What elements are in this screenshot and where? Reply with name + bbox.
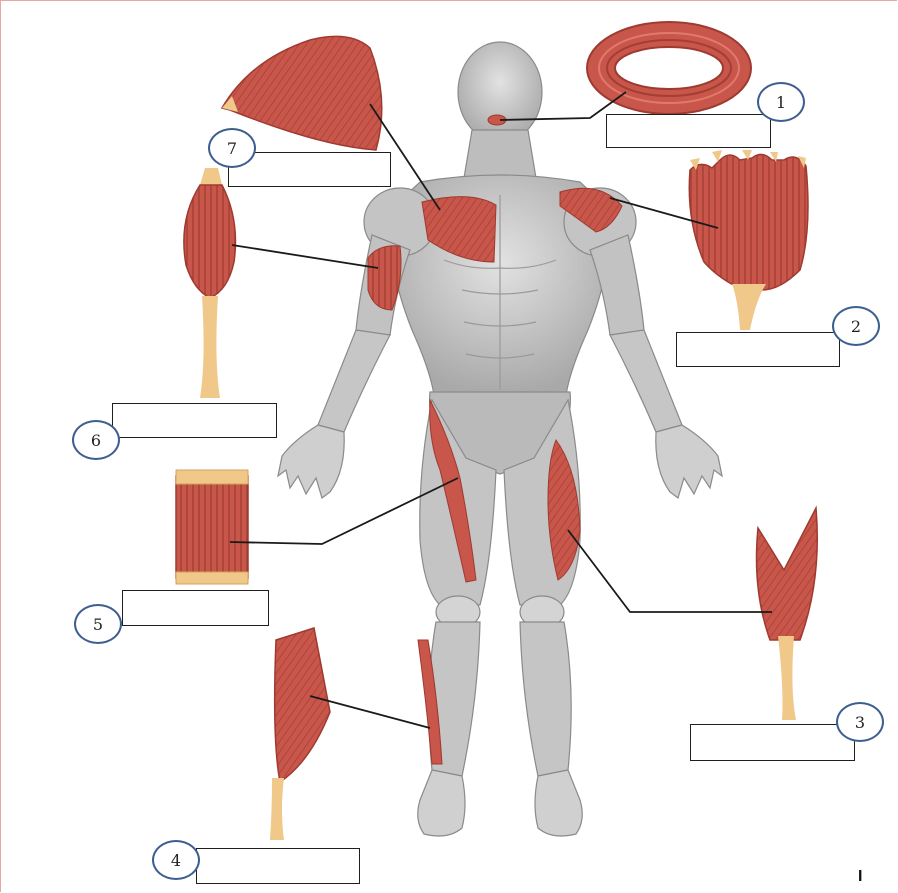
parallel-muscle: [176, 470, 248, 584]
right-forearm: [610, 330, 682, 432]
leader-line-6: [232, 245, 378, 268]
number-badge-7: 7: [208, 128, 256, 168]
number-label-7: 7: [227, 139, 237, 158]
unipennate-muscle: [270, 628, 330, 840]
number-badge-3: 3: [836, 702, 884, 742]
number-badge-1: 1: [757, 82, 805, 122]
head: [458, 42, 542, 142]
bipennate-muscle: [757, 508, 818, 720]
left-forearm: [318, 330, 390, 432]
answer-box-6[interactable]: [112, 403, 277, 438]
number-badge-2: 2: [832, 306, 880, 346]
circular-muscle: [587, 22, 751, 114]
answer-box-1[interactable]: [606, 114, 771, 148]
number-label-6: 6: [91, 431, 101, 450]
number-label-2: 2: [851, 317, 861, 336]
number-label-5: 5: [93, 615, 103, 634]
number-label-1: 1: [776, 93, 786, 112]
right-foot: [535, 770, 582, 836]
fusiform-muscle: [184, 168, 236, 398]
right-shin: [520, 622, 571, 776]
number-label-3: 3: [855, 713, 865, 732]
left-hand: [278, 425, 344, 498]
corner-mark: I: [858, 868, 862, 886]
number-label-4: 4: [171, 851, 181, 870]
answer-box-5[interactable]: [122, 590, 269, 626]
multipennate-muscle: [689, 150, 808, 330]
neck: [464, 130, 536, 178]
answer-box-2[interactable]: [676, 332, 840, 367]
right-hand: [656, 425, 722, 498]
number-badge-5: 5: [74, 604, 122, 644]
left-foot: [418, 770, 465, 836]
answer-box-3[interactable]: [690, 724, 855, 761]
answer-box-4[interactable]: [196, 848, 360, 884]
number-badge-4: 4: [152, 840, 200, 880]
number-badge-6: 6: [72, 420, 120, 460]
leader-line-3: [568, 530, 772, 612]
